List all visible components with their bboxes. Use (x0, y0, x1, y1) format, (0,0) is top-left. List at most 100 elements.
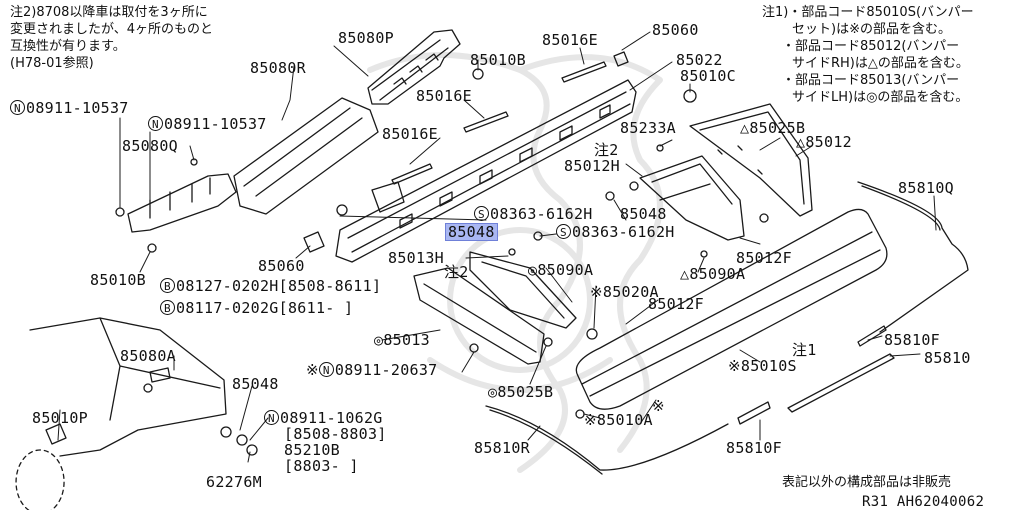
note-2-line-2: 変更されましたが、4ヶ所のものと (10, 22, 214, 37)
note-2-line-1: 注2)8708以降車は取付を3ヶ所に (10, 5, 208, 20)
footer-note: 表記以外の構成部品は非販売 (782, 475, 952, 490)
part-label-85025b-right[interactable]: △85025B (740, 120, 805, 136)
asterisk-mark-icon: ※ (728, 357, 741, 375)
part-label-85080a[interactable]: 85080A (120, 347, 176, 365)
part-label-85013[interactable]: ◎85013 (374, 332, 430, 348)
part-car-body-outline (15, 317, 227, 510)
part-label-85010c[interactable]: 85010C (680, 67, 736, 85)
part-85012h-bracket-shape (639, 155, 745, 241)
part-85022-reinforcement-shape (335, 79, 637, 263)
double-circle-symbol-icon: ◎ (488, 383, 498, 401)
part-label-85060-top[interactable]: 85060 (652, 21, 699, 39)
part-label-85012h[interactable]: 85012H (564, 157, 620, 175)
part-label-85022[interactable]: 85022 (676, 51, 723, 69)
part-label-85016e-middle[interactable]: 85016E (416, 87, 472, 105)
part-label-85010b-top[interactable]: 85010B (470, 51, 526, 69)
b-symbol-icon: B (160, 300, 175, 315)
part-number-text: 08911-10537 (164, 115, 267, 133)
part-label-85810f-lower[interactable]: 85810F (726, 439, 782, 457)
part-label-85012f-right[interactable]: 85012F (736, 249, 792, 267)
part-85080p-shape (367, 29, 461, 105)
part-label-85810q[interactable]: 85810Q (898, 179, 954, 197)
part-label-85010p[interactable]: 85010P (32, 409, 88, 427)
part-label-85048-highlighted[interactable]: 85048 (445, 223, 498, 241)
part-label-85010s[interactable]: ※85010S (728, 358, 797, 374)
s-symbol-icon: S (556, 224, 571, 239)
part-label-85010a[interactable]: ※85010A (584, 412, 653, 428)
part-label-85010b-left[interactable]: 85010B (90, 271, 146, 289)
part-label-85810[interactable]: 85810 (924, 349, 971, 367)
note-2-mark-lower: 注2 (444, 263, 469, 281)
part-label-85233a[interactable]: 85233A (620, 119, 676, 137)
part-number-text: 08911-1062G (280, 409, 383, 427)
part-label-85210b[interactable]: 85210B (284, 441, 340, 459)
part-label-85080q[interactable]: 85080Q (122, 137, 178, 155)
part-label-85016e-lower[interactable]: 85016E (382, 125, 438, 143)
figure-code: R31 AH62040062 (862, 494, 985, 510)
asterisk-mark-bumper: ※ (652, 397, 665, 415)
part-number-text: 08911-10537 (26, 99, 129, 117)
part-85013h-bracket-shape (469, 251, 577, 329)
part-85016e-strips (391, 61, 607, 185)
part-number-text: 85020A (602, 283, 659, 301)
part-label-85060-left[interactable]: 85060 (258, 257, 305, 275)
note-1-line-2: セット)は※の部品を含む。 (792, 22, 951, 37)
part-label-85080r[interactable]: 85080R (250, 59, 306, 77)
part-label-85090a-right[interactable]: △85090A (680, 266, 745, 282)
note-1-line-6: サイドLH)は◎の部品を含む。 (792, 90, 969, 105)
part-label-85810f-right[interactable]: 85810F (884, 331, 940, 349)
note-1-line-4: サイドRH)は△の部品を含む。 (792, 56, 969, 71)
part-85080q-shape (127, 173, 237, 233)
part-label-85025b-lower[interactable]: ◎85025B (488, 384, 553, 400)
part-label-85013h[interactable]: 85013H (388, 249, 444, 267)
part-label-85020a[interactable]: ※85020A (590, 284, 659, 300)
part-number-text: 08127-0202H[8508-8611] (176, 277, 382, 295)
part-number-text: 85090A (689, 265, 746, 283)
asterisk-mark-icon: ※ (584, 411, 597, 429)
triangle-symbol-icon: △ (796, 133, 806, 151)
part-number-text: 08363-6162H (490, 205, 593, 223)
part-label-85012f-center[interactable]: 85012F (648, 295, 704, 313)
n-symbol-icon: N (318, 362, 334, 377)
part-number-text: 08117-0202G[8611- ] (176, 299, 354, 317)
double-circle-symbol-icon: ◎ (374, 331, 384, 349)
b-symbol-icon: B (160, 278, 175, 293)
part-number-text: 85012 (805, 133, 852, 151)
n-symbol-icon: N (148, 116, 163, 131)
part-moldings (485, 181, 969, 475)
part-85012-side-bracket-shape (689, 103, 813, 217)
part-number-text: 85025B (497, 383, 554, 401)
triangle-symbol-icon: △ (680, 265, 690, 283)
part-label-85080p[interactable]: 85080P (338, 29, 394, 47)
part-number-text: 85010A (596, 411, 653, 429)
s-symbol-icon: S (474, 206, 489, 221)
part-number-text: 85010S (740, 357, 797, 375)
range-8803: [8803- ] (284, 457, 359, 475)
note-2-line-3: 互換性が有ります。 (10, 39, 126, 54)
part-label-85048-lower[interactable]: 85048 (232, 375, 279, 393)
part-label-85016e-top[interactable]: 85016E (542, 31, 598, 49)
double-circle-symbol-icon: ◎ (528, 261, 538, 279)
part-number-text: 08911-20637 (334, 361, 438, 379)
n-symbol-icon: N (10, 100, 25, 115)
note-2-line-4: (H78-01参照) (10, 56, 94, 71)
part-label-85090a-center[interactable]: ◎85090A (528, 262, 593, 278)
part-label-62276m[interactable]: 62276M (206, 473, 262, 491)
triangle-symbol-icon: △ (740, 119, 750, 137)
part-label-85048-right[interactable]: 85048 (620, 205, 667, 223)
part-number-text: 08363-6162H (572, 223, 675, 241)
part-85013-side-bracket-shape (413, 267, 545, 365)
part-label-85012[interactable]: △85012 (796, 134, 852, 150)
n-symbol-icon: N (264, 410, 279, 425)
part-label-85810r[interactable]: 85810R (474, 439, 530, 457)
note-2: 注2)8708以降車は取付を3ヶ所に 変更されましたが、4ヶ所のものと 互換性が… (10, 4, 213, 72)
